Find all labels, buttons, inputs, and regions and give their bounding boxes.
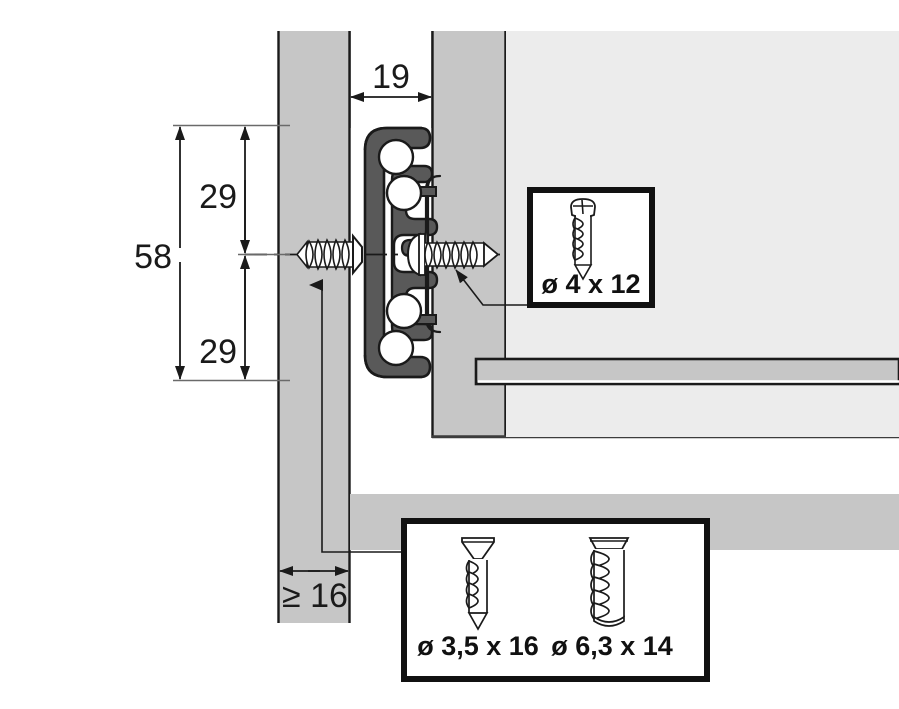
ball-bearing — [377, 329, 415, 367]
ball-bearing — [385, 292, 423, 330]
pan-head-screw-icon — [570, 198, 596, 281]
dimension-29-bottom: 29 — [199, 255, 250, 380]
cabinet-mounting-screw — [295, 233, 363, 276]
cabinet-side-panel — [277, 31, 351, 623]
screw-box-top-label: ø 4 x 12 — [541, 269, 640, 299]
screw-box-bottom: ø 3,5 x 16 ø 6,3 x 14 — [401, 518, 710, 682]
dimension-29-bottom-label: 29 — [199, 333, 237, 371]
dimension-min-16-label: ≥ 16 — [282, 577, 348, 615]
dimension-29-top-label: 29 — [199, 178, 237, 216]
euro-screw-icon — [588, 537, 630, 627]
leader-line-top-box — [455, 269, 536, 306]
leader-line-bottom-box — [309, 279, 404, 553]
dimension-29-top: 29 — [199, 126, 250, 254]
drawer-mounting-screw — [406, 232, 500, 277]
screw-box-bottom-label-2: ø 6,3 x 14 — [551, 631, 673, 661]
screw-box-top: ø 4 x 12 — [527, 187, 655, 308]
ball-bearing — [385, 174, 423, 212]
dimension-58: 58 — [134, 126, 185, 380]
dimension-58-label: 58 — [134, 238, 172, 276]
dimension-19: 19 — [349, 31, 433, 128]
ball-bearing — [377, 138, 415, 176]
screw-box-bottom-label-1: ø 3,5 x 16 — [417, 631, 539, 661]
drawer-bottom-panel — [474, 357, 899, 386]
dimension-min-16: ≥ 16 — [279, 566, 349, 615]
countersunk-screw-icon — [461, 537, 495, 631]
dimension-19-label: 19 — [372, 58, 410, 96]
dimension-vertical-group: 58 29 29 — [134, 124, 290, 382]
ball-bearing-runner — [363, 126, 442, 379]
